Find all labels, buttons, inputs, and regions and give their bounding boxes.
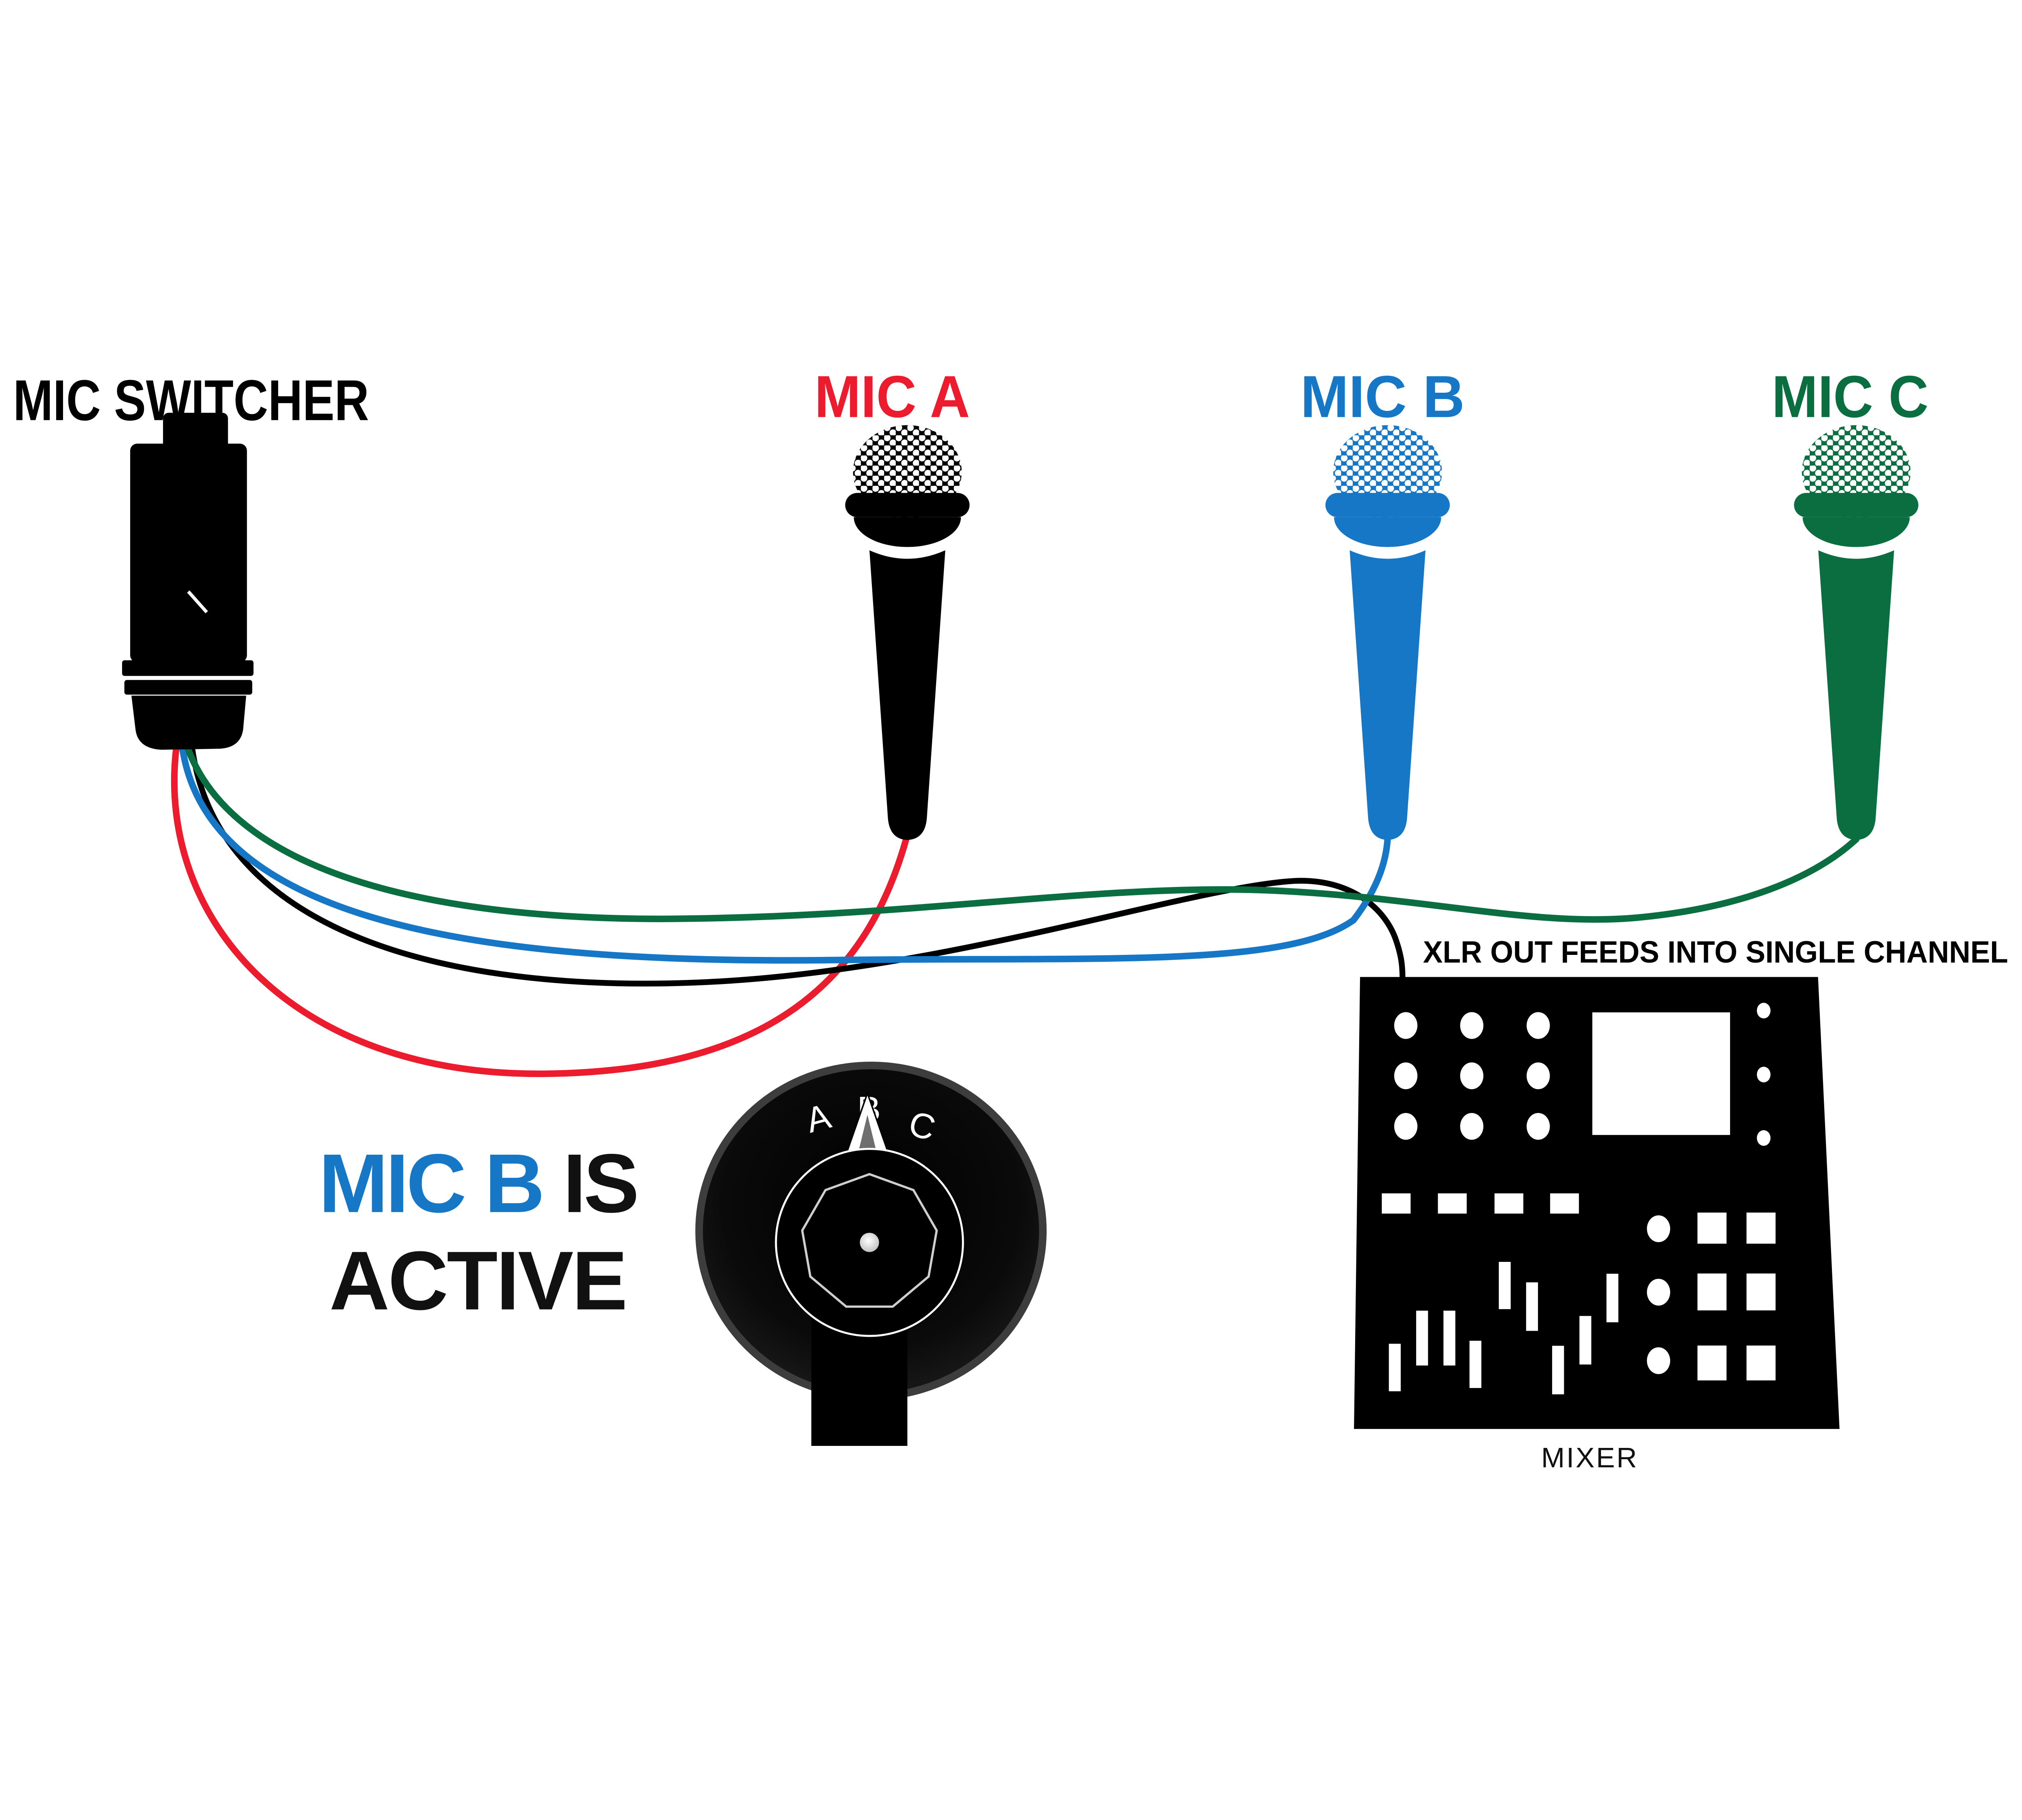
mixer-fader <box>1499 1262 1511 1309</box>
mixer-knob <box>1647 1347 1670 1374</box>
mixer-controls <box>1381 1003 1776 1395</box>
mixer-fader <box>1389 1344 1401 1391</box>
mic-c <box>1794 425 1918 840</box>
mixer-knob <box>1647 1215 1670 1242</box>
mixer-knob <box>1527 1113 1550 1140</box>
mixer-fader <box>1416 1310 1428 1366</box>
switcher-highlight-slit <box>187 590 208 614</box>
xlr-annotation: XLR OUT FEEDS INTO SINGLE CHANNEL <box>1423 935 2008 969</box>
mixer-pad <box>1697 1345 1727 1381</box>
mixer-knob <box>1460 1012 1484 1039</box>
mic-a <box>845 425 970 840</box>
mixer-fader <box>1579 1316 1591 1365</box>
wire-black <box>189 745 1406 987</box>
switcher-bottom-cap <box>131 696 246 750</box>
mixer-knob <box>1394 1062 1417 1090</box>
wire-red <box>171 745 909 1077</box>
mixer-indicator-dot <box>1757 1130 1771 1146</box>
wire-bundle <box>171 744 1860 1077</box>
mic-a-illustration <box>845 425 970 840</box>
switcher-ridge <box>124 680 252 695</box>
mixer-pad <box>1697 1213 1727 1244</box>
mixer-indicator-dot <box>1757 1067 1771 1083</box>
mic-a-label: MIC A <box>814 364 970 430</box>
mixer-fader <box>1552 1346 1564 1395</box>
mic-b-illustration <box>1325 425 1450 840</box>
mixer-pad <box>1746 1345 1776 1381</box>
status-line2: ACTIVE <box>329 1234 626 1327</box>
mic-b-label: MIC B <box>1301 364 1465 430</box>
switcher-ridge <box>122 660 254 676</box>
mixer-fader <box>1526 1282 1538 1331</box>
mixer-fader <box>1606 1274 1618 1323</box>
mixer-knob <box>1460 1113 1484 1140</box>
switcher-body <box>130 443 247 662</box>
mixer-pad <box>1746 1213 1776 1244</box>
mixer-button <box>1438 1193 1467 1214</box>
mixer-knob <box>1647 1278 1670 1306</box>
mixer-knob <box>1460 1062 1484 1090</box>
mixer-label: MIXER <box>1541 1442 1638 1473</box>
wire-green <box>184 744 1860 923</box>
status-highlight: MIC B <box>319 1136 542 1230</box>
status-line1: MIC B IS <box>319 1136 637 1230</box>
status-caption: MIC B IS ACTIVE <box>319 1136 639 1327</box>
mixer-device <box>1354 977 1840 1429</box>
mixer-indicator-dot <box>1757 1003 1771 1019</box>
selector-dial: A B C <box>695 1062 1047 1446</box>
mixer-button <box>1494 1193 1523 1214</box>
mixer-button <box>1550 1193 1579 1214</box>
dial-knob-grip <box>801 1173 938 1308</box>
mic-c-label: MIC C <box>1772 364 1929 430</box>
mixer-knob <box>1527 1062 1550 1090</box>
mixer-pad <box>1697 1273 1727 1310</box>
switcher-device <box>122 413 254 750</box>
mixer-button <box>1381 1193 1411 1214</box>
wire-blue <box>179 745 1391 964</box>
mixer-knob <box>1527 1012 1550 1039</box>
mic-b <box>1325 425 1450 840</box>
mic-c-illustration <box>1794 425 1918 840</box>
status-rest: IS <box>542 1136 637 1230</box>
mixer-fader <box>1443 1310 1455 1366</box>
dial-knob-center-dot <box>860 1233 879 1252</box>
dial-shaft <box>811 1317 907 1446</box>
mixer-knob <box>1394 1113 1417 1140</box>
mixer-fader <box>1469 1341 1482 1388</box>
mixer-knob <box>1394 1012 1417 1039</box>
mixer-pad <box>1746 1273 1776 1310</box>
mixer-screen <box>1592 1012 1730 1135</box>
